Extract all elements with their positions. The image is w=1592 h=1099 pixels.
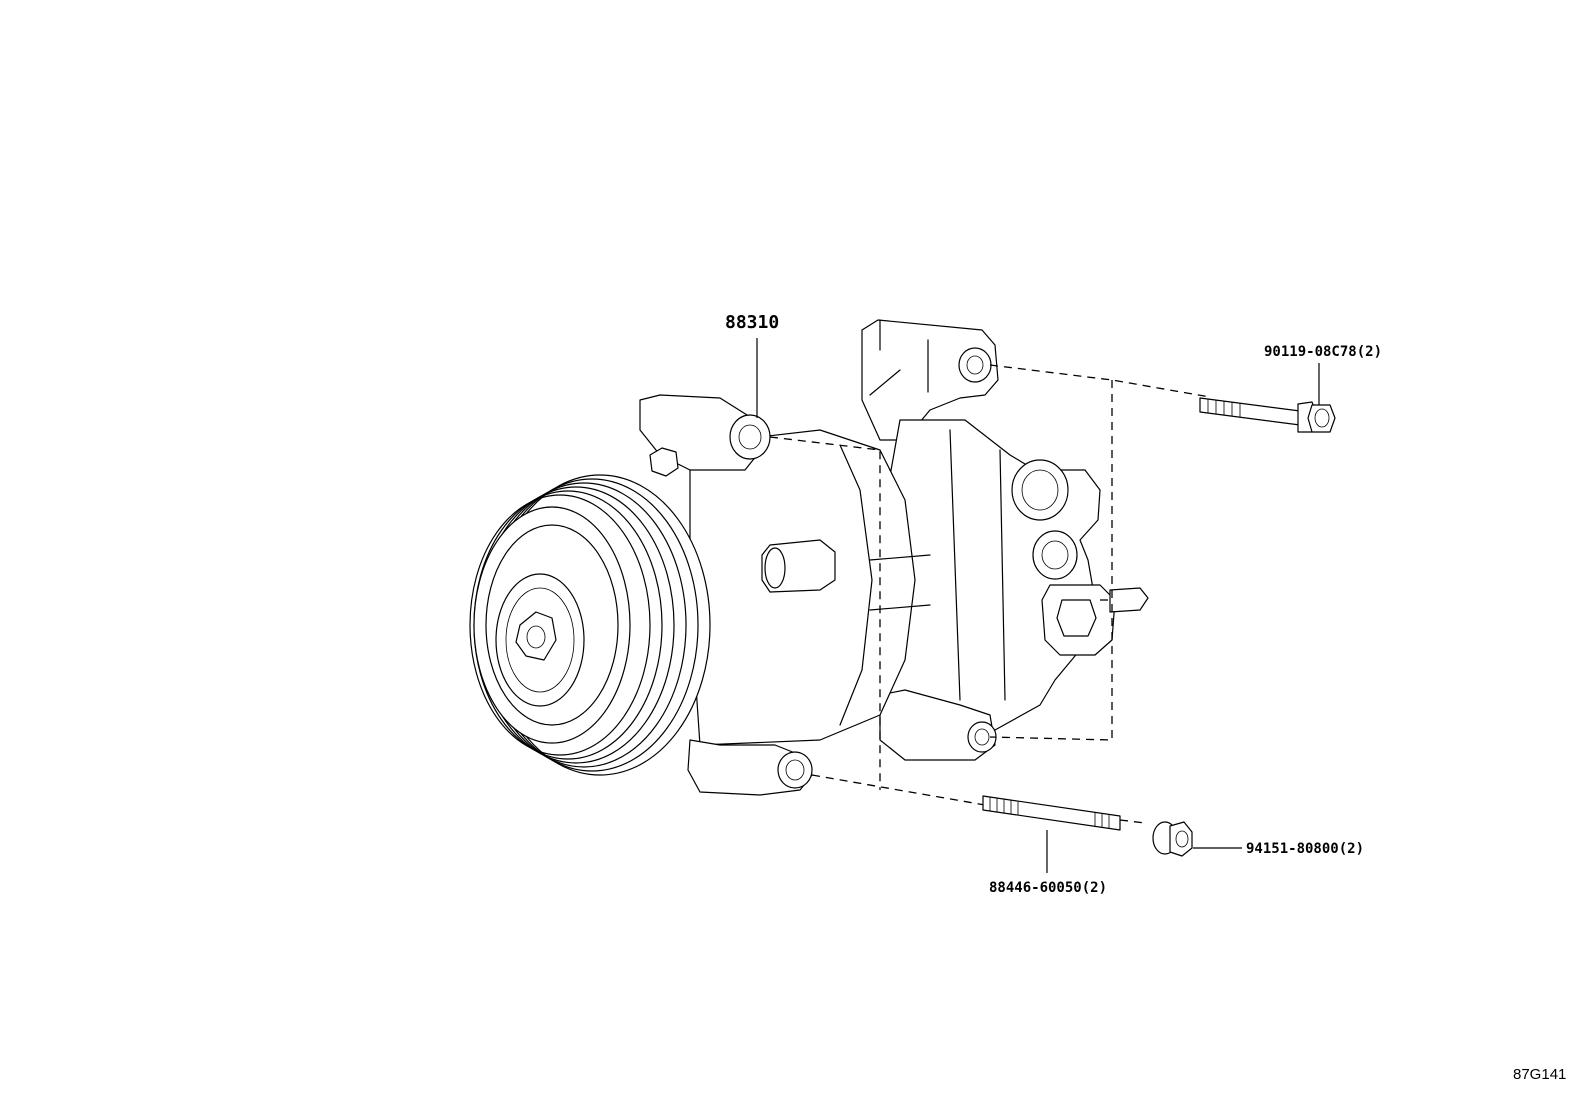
rear-upper-mount-boss — [861, 319, 999, 441]
diagram-reference-code: 87G141 — [1513, 1066, 1566, 1083]
rear-head — [869, 419, 1149, 761]
compressor-assembly — [469, 319, 1149, 796]
part-label-compressor[interactable]: 88310 — [725, 312, 779, 333]
part-label-nut[interactable]: 94151-80800(2) — [1246, 841, 1364, 857]
stud-bolt — [982, 795, 1121, 831]
clutch-pulley — [469, 474, 711, 776]
assembly-lines — [769, 364, 1211, 824]
leader-lines — [756, 338, 1320, 873]
part-label-upper-bolt[interactable]: 90119-08C78(2) — [1264, 344, 1382, 360]
compressor-body — [639, 394, 931, 796]
flange-nut — [1152, 821, 1193, 857]
part-label-stud[interactable]: 88446-60050(2) — [989, 880, 1107, 896]
upper-bolt — [1199, 397, 1336, 433]
